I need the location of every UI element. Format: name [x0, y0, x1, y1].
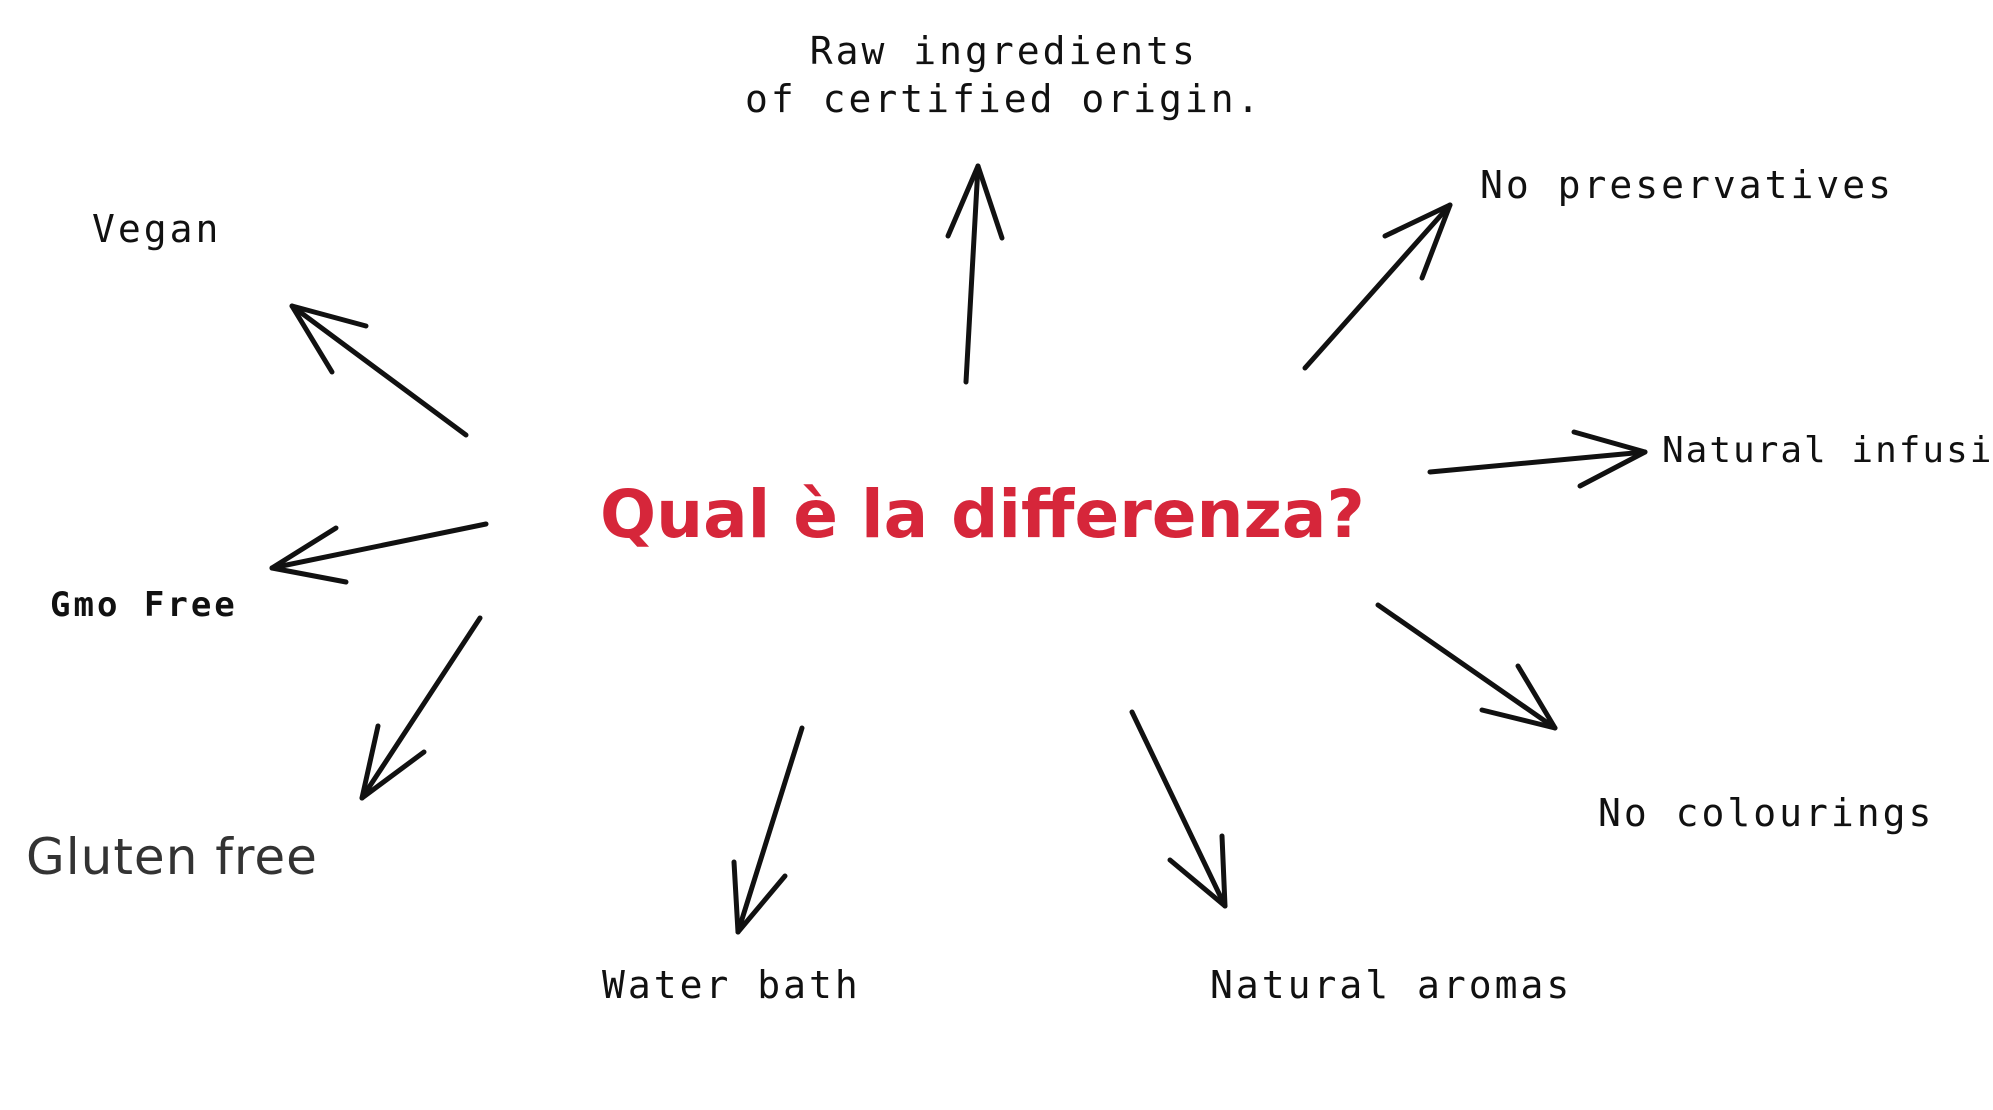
center-question: Qual è la differenza?	[600, 476, 1365, 553]
label-water-bath: Water bath	[602, 963, 861, 1007]
label-natural-aromas: Natural aromas	[1210, 963, 1573, 1007]
arrow-natural-infusion	[1427, 429, 1648, 489]
arrow-raw-ingredients	[945, 163, 1005, 385]
label-raw-ingredients-line2: of certified origin.	[745, 76, 1263, 121]
arrow-water-bath	[731, 725, 805, 935]
label-vegan: Vegan	[92, 207, 222, 251]
label-gmo-free: Gmo Free	[50, 585, 238, 625]
label-no-colourings: No colourings	[1598, 791, 1935, 835]
label-gluten-free: Gluten free	[26, 828, 318, 886]
label-no-preservatives: No preservatives	[1480, 163, 1895, 207]
arrow-no-preservatives	[1302, 202, 1453, 371]
arrow-gluten-free	[359, 615, 483, 801]
label-natural-infusion: Natural infusion	[1662, 430, 1993, 471]
arrow-no-colourings	[1375, 602, 1558, 731]
arrow-gmo-free	[269, 521, 489, 585]
arrow-natural-aromas	[1129, 709, 1228, 909]
label-raw-ingredients-line1: Raw ingredients	[809, 29, 1198, 73]
label-raw-ingredients: Raw ingredients of certified origin.	[745, 28, 1263, 123]
arrow-vegan	[289, 303, 469, 438]
